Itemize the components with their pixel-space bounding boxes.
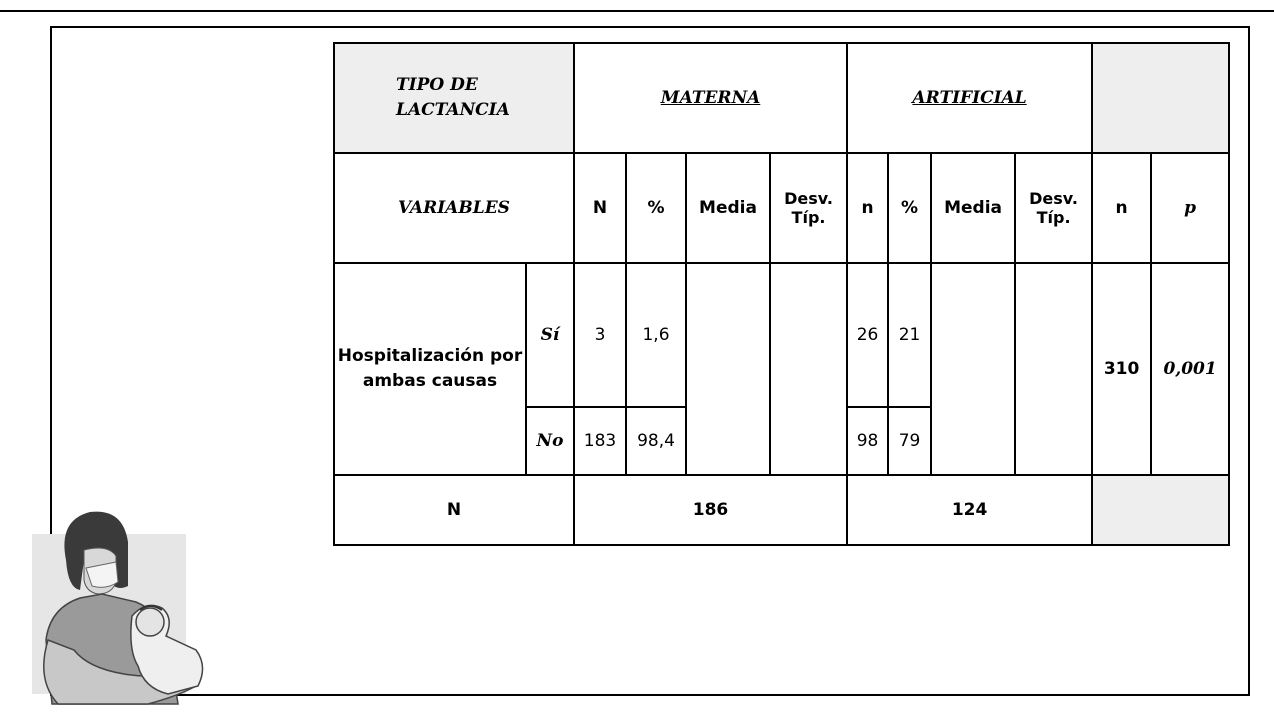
footer-n-label: N (333, 474, 575, 546)
row-si-label: Sí (525, 262, 575, 408)
cell-artificial-no-pct: 79 (887, 406, 933, 476)
cell-artificial-no-n: 98 (846, 406, 890, 476)
header-blank (1091, 42, 1231, 154)
header-materna: MATERNA (572, 42, 849, 154)
col-artificial-n: n (846, 152, 890, 264)
row-hospitalizacion-label: Hospitalización por ambas causas (333, 262, 527, 476)
breastfeeding-illustration (32, 511, 204, 705)
header-variables: VARIABLES (333, 152, 575, 264)
col-artificial-desv: Desv. Típ. (1014, 152, 1094, 264)
cell-artificial-si-n: 26 (846, 262, 890, 408)
cell-p-value: 0,001 (1150, 262, 1231, 476)
header-artificial: ARTIFICIAL (846, 42, 1094, 154)
cell-materna-si-pct: 1,6 (625, 262, 687, 408)
footer-blank (1091, 474, 1231, 546)
col-materna-pct: % (625, 152, 687, 264)
cell-artificial-si-pct: 21 (887, 262, 933, 408)
cell-materna-media (685, 262, 771, 476)
col-materna-desv: Desv. Típ. (768, 152, 849, 264)
cell-materna-si-n: 3 (573, 262, 627, 408)
footer-materna-total: 186 (572, 474, 849, 546)
cell-artificial-desv (1014, 262, 1094, 476)
cell-materna-no-n: 183 (573, 406, 627, 476)
col-materna-n: N (573, 152, 627, 264)
col-p-value: p (1150, 152, 1231, 264)
col-artificial-pct: % (887, 152, 933, 264)
top-rule (0, 10, 1274, 12)
cell-total-n: 310 (1091, 262, 1153, 476)
footer-artificial-total: 124 (846, 474, 1094, 546)
lactancia-table: TIPO DE LACTANCIA MATERNA ARTIFICIAL VAR… (333, 42, 1231, 546)
slide-frame (50, 26, 1250, 696)
cell-materna-desv (768, 262, 849, 476)
col-artificial-media: Media (930, 152, 1017, 264)
header-tipo-lactancia: TIPO DE LACTANCIA (333, 42, 575, 154)
cell-artificial-media (930, 262, 1017, 476)
row-no-label: No (525, 406, 575, 476)
col-total-n: n (1091, 152, 1153, 264)
col-materna-media: Media (685, 152, 771, 264)
cell-materna-no-pct: 98,4 (625, 406, 687, 476)
